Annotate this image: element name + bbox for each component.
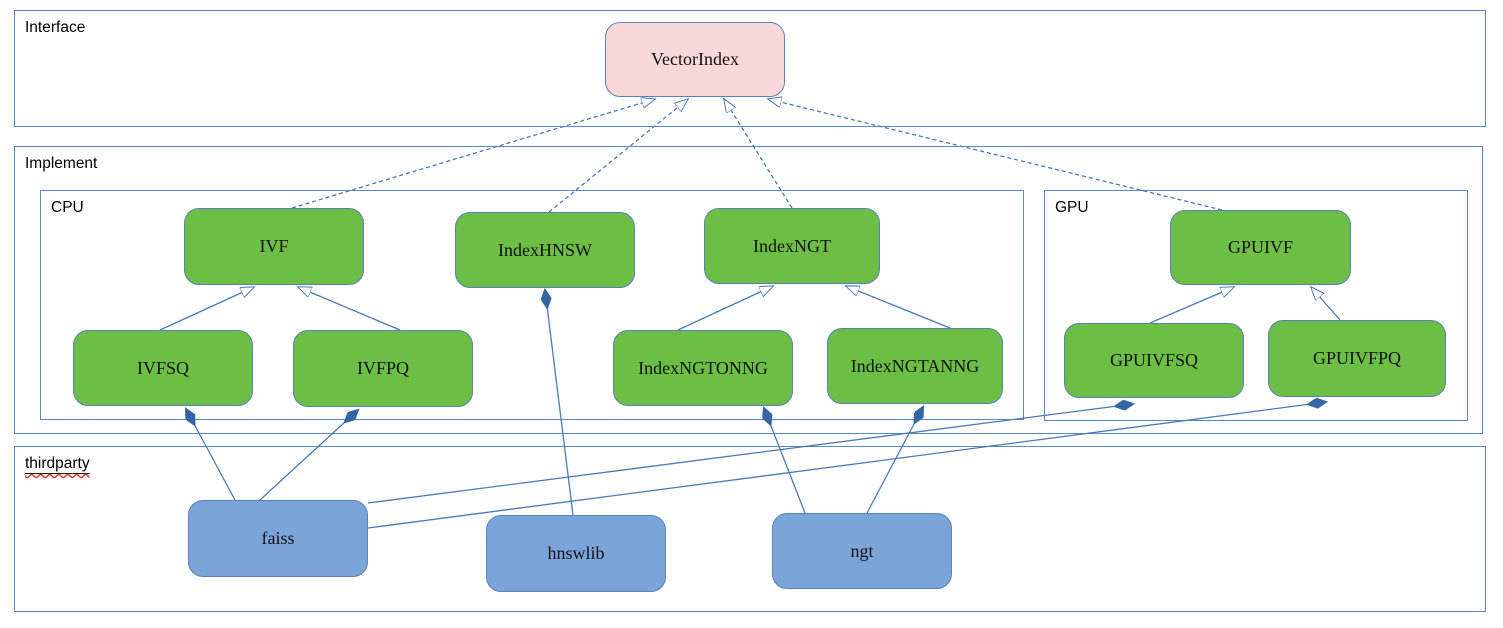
- container-label-cpu: CPU: [51, 199, 84, 216]
- container-label-implement: Implement: [25, 155, 98, 172]
- node-gpuivfsq[interactable]: GPUIVFSQ: [1064, 323, 1244, 398]
- node-indexngtonng[interactable]: IndexNGTONNG: [613, 330, 793, 406]
- container-label-gpu: GPU: [1055, 199, 1089, 216]
- node-ivf[interactable]: IVF: [184, 208, 364, 285]
- node-gpuivfpq[interactable]: GPUIVFPQ: [1268, 320, 1446, 397]
- container-label-interface: Interface: [25, 19, 86, 36]
- node-vectorindex[interactable]: VectorIndex: [605, 22, 785, 97]
- node-hnswlib[interactable]: hnswlib: [486, 515, 666, 592]
- container-label-thirdparty-text: thirdparty: [25, 455, 90, 472]
- node-indexngt[interactable]: IndexNGT: [704, 208, 880, 284]
- node-indexhnsw[interactable]: IndexHNSW: [455, 212, 635, 288]
- node-gpuivf[interactable]: GPUIVF: [1170, 210, 1351, 285]
- node-ngt[interactable]: ngt: [772, 513, 952, 589]
- node-ivfsq[interactable]: IVFSQ: [73, 330, 253, 406]
- node-faiss[interactable]: faiss: [188, 500, 368, 577]
- container-label-thirdparty: thirdparty: [25, 455, 90, 473]
- node-indexngtanng[interactable]: IndexNGTANNG: [827, 328, 1003, 404]
- node-ivfpq[interactable]: IVFPQ: [293, 330, 473, 407]
